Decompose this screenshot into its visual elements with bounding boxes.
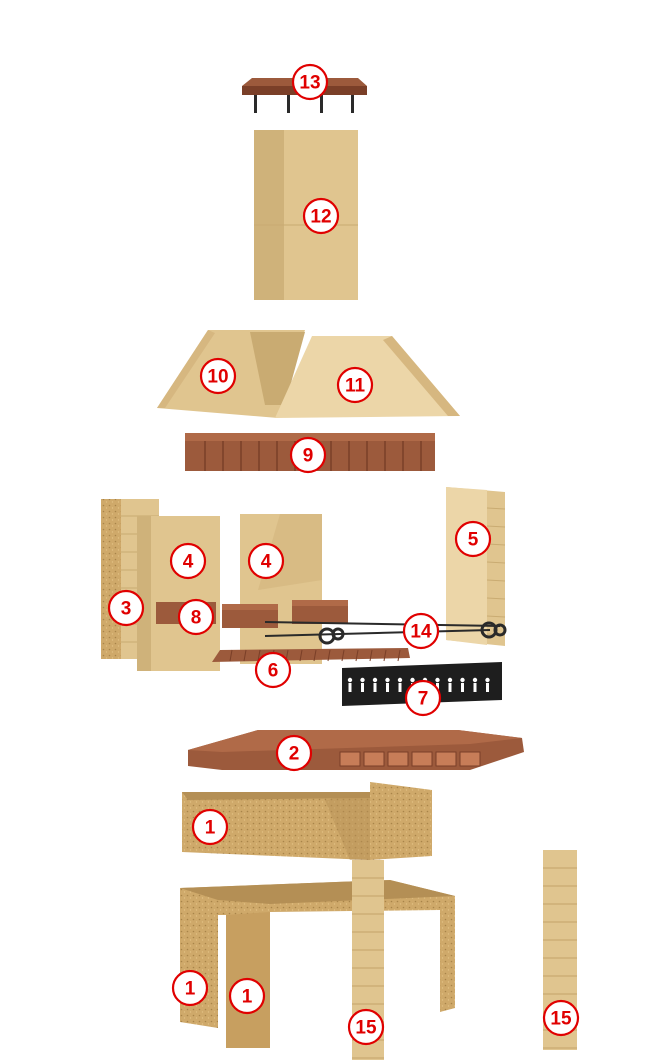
callout-12: 12 xyxy=(302,197,340,235)
callout-10: 10 xyxy=(199,357,237,395)
callout-label: 5 xyxy=(468,530,479,551)
callout-label: 7 xyxy=(418,689,429,710)
base-upper-tray xyxy=(182,782,432,860)
callout-label: 11 xyxy=(345,376,366,397)
callout-label: 15 xyxy=(550,1009,572,1030)
callout-8: 8 xyxy=(177,598,215,636)
callout-label: 9 xyxy=(303,446,314,467)
callout-15a: 15 xyxy=(347,1008,385,1046)
callout-label: 12 xyxy=(310,207,331,228)
callout-label: 14 xyxy=(410,622,432,643)
back-wall-left xyxy=(137,516,220,671)
hearth-slab xyxy=(188,730,524,770)
callout-label: 1 xyxy=(185,979,196,1000)
callout-label: 2 xyxy=(289,744,300,765)
base-lower-frame xyxy=(180,880,455,1048)
callout-label: 13 xyxy=(299,73,320,94)
callout-label: 1 xyxy=(205,818,216,839)
callout-label: 10 xyxy=(207,367,228,388)
callout-6: 6 xyxy=(254,651,292,689)
callout-7: 7 xyxy=(404,679,442,717)
callout-label: 4 xyxy=(261,552,272,573)
callout-1a: 1 xyxy=(191,808,229,846)
callout-label: 6 xyxy=(268,661,279,682)
callout-label: 8 xyxy=(191,608,202,629)
fire-bricks xyxy=(156,600,348,628)
grill-spit xyxy=(264,621,507,645)
callout-2: 2 xyxy=(275,734,313,772)
callout-5: 5 xyxy=(454,520,492,558)
ash-tray xyxy=(212,648,410,662)
right-side-wall xyxy=(446,487,506,646)
callout-9: 9 xyxy=(289,436,327,474)
callout-4b: 4 xyxy=(247,542,285,580)
callout-label: 15 xyxy=(355,1018,377,1039)
callout-label: 1 xyxy=(242,987,253,1008)
callout-label: 4 xyxy=(183,552,194,573)
callout-13: 13 xyxy=(291,63,329,101)
callout-1c: 1 xyxy=(228,977,266,1015)
back-wall-right xyxy=(240,514,322,664)
callout-label: 3 xyxy=(121,599,132,620)
callout-14: 14 xyxy=(402,612,440,650)
callout-1b: 1 xyxy=(171,969,209,1007)
callout-15b: 15 xyxy=(542,999,580,1037)
callout-4a: 4 xyxy=(169,542,207,580)
callout-3: 3 xyxy=(107,589,145,627)
callout-11: 11 xyxy=(336,366,374,404)
